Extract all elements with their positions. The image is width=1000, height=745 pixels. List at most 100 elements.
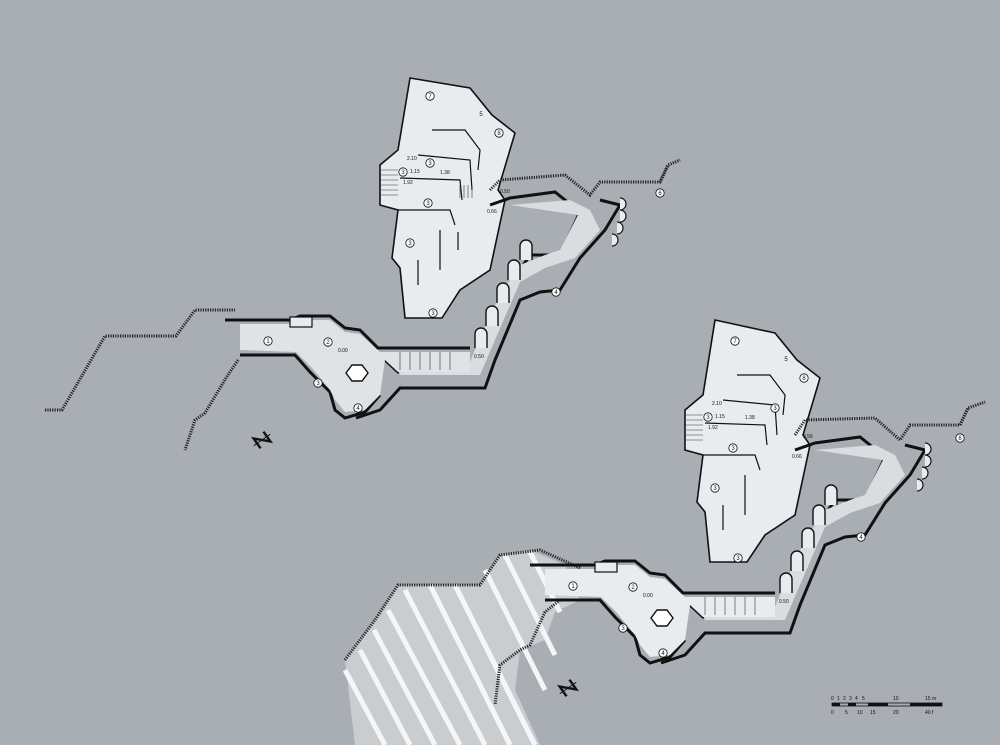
svg-text:6: 6 — [658, 191, 662, 197]
site-boundary-line — [45, 308, 235, 412]
gallery-wall-outer — [488, 164, 670, 198]
svg-text:10: 10 — [857, 710, 863, 716]
terrain-line-right — [658, 158, 681, 183]
svg-text:8: 8 — [802, 376, 806, 382]
svg-text:3: 3 — [736, 556, 740, 562]
svg-text:3: 3 — [849, 696, 852, 702]
gallery-wall-inner2 — [355, 198, 623, 420]
entry-block-2 — [594, 561, 618, 573]
elevation-labels-2: 0.00 0.50 0.56 0.66 1.15 1.38 1.92 2.10 — [643, 401, 813, 605]
svg-text:0.50: 0.50 — [500, 189, 510, 195]
svg-text:1.38: 1.38 — [440, 170, 450, 176]
svg-text:3: 3 — [428, 161, 432, 167]
arched-niches-2 — [779, 484, 838, 593]
svg-text:3: 3 — [731, 446, 735, 452]
svg-text:0: 0 — [831, 696, 834, 702]
svg-text:0.00: 0.00 — [643, 593, 653, 599]
svg-text:3: 3 — [431, 311, 435, 317]
scale-bar-bottom-ticks: 0 5 10 15 20 40 f — [831, 710, 934, 716]
svg-text:3: 3 — [316, 381, 320, 387]
svg-text:7: 7 — [733, 339, 737, 345]
terrain-line-right-2 — [958, 400, 986, 426]
svg-text:4: 4 — [554, 290, 558, 296]
ramp-floor — [396, 200, 600, 375]
gallery-wall-outer-2 — [793, 407, 970, 443]
site-boundary-line-2 — [343, 548, 581, 661]
svg-text:1.15: 1.15 — [410, 169, 420, 175]
ramp-floor-2 — [701, 445, 905, 620]
svg-text:1: 1 — [837, 696, 840, 702]
scale-bar: 0 1 2 3 4 5 10 15 m 0 5 10 15 20 40 f — [831, 696, 943, 716]
svg-text:2.10: 2.10 — [712, 401, 722, 407]
svg-text:2: 2 — [326, 340, 330, 346]
site-boundary-line-lower — [183, 359, 240, 451]
svg-text:6: 6 — [958, 436, 962, 442]
svg-text:1.92: 1.92 — [708, 425, 718, 431]
entry-stairs — [399, 352, 451, 370]
svg-text:3: 3 — [773, 406, 777, 412]
svg-text:7: 7 — [428, 94, 432, 100]
gallery-wall-inner2-2 — [660, 443, 928, 665]
svg-text:20: 20 — [893, 710, 899, 716]
house-stairs-2 — [686, 414, 703, 441]
svg-text:0.50: 0.50 — [474, 354, 484, 360]
house-floor-area-2 — [684, 319, 821, 563]
striped-slope-area — [342, 550, 580, 745]
svg-text:0.66: 0.66 — [792, 454, 802, 460]
svg-text:3: 3 — [713, 486, 717, 492]
entry-wall-bottom-2 — [545, 598, 687, 665]
north-arrow-upper: N — [250, 428, 279, 450]
svg-text:1: 1 — [266, 339, 270, 345]
svg-text:1: 1 — [571, 584, 575, 590]
room-number-markers-2: 1 2 3 3 3 3 3 4 4 5 6 7 8 3 — [568, 336, 965, 658]
svg-text:2.10: 2.10 — [407, 156, 417, 162]
svg-text:5: 5 — [845, 710, 848, 716]
svg-text:0.00: 0.00 — [338, 348, 348, 354]
svg-text:5: 5 — [479, 112, 483, 118]
floor-plan-upper: 1 2 3 3 3 3 3 4 4 5 6 7 8 3 0.00 0.50 0.… — [45, 77, 681, 451]
svg-text:2: 2 — [843, 696, 846, 702]
svg-text:15: 15 — [870, 710, 876, 716]
scallop-edge — [611, 197, 627, 247]
svg-text:3: 3 — [401, 170, 405, 176]
entry-stairs-2 — [704, 597, 756, 615]
svg-text:3: 3 — [621, 626, 625, 632]
svg-text:3: 3 — [706, 415, 710, 421]
svg-text:0.50: 0.50 — [779, 599, 789, 605]
svg-text:1.38: 1.38 — [745, 415, 755, 421]
spiral-stair-2 — [650, 609, 674, 627]
room-number-markers: 1 2 3 3 3 3 3 4 4 5 6 7 8 3 — [263, 91, 665, 413]
north-arrow-lower — [556, 678, 580, 698]
svg-text:N: N — [272, 428, 279, 435]
arched-niches — [474, 239, 533, 348]
svg-text:10: 10 — [893, 696, 899, 702]
svg-text:15 m: 15 m — [925, 696, 936, 702]
svg-text:3: 3 — [426, 201, 430, 207]
svg-text:4: 4 — [661, 651, 665, 657]
svg-text:4: 4 — [859, 535, 863, 541]
entry-wall-bottom — [240, 353, 382, 420]
entry-block — [289, 316, 313, 328]
svg-text:5: 5 — [862, 696, 865, 702]
svg-text:0.66: 0.66 — [487, 209, 497, 215]
scallop-edge-2 — [916, 442, 932, 492]
svg-text:2: 2 — [631, 585, 635, 591]
interior-walls — [398, 129, 481, 285]
elevation-labels: 0.00 0.50 0.50 0.66 1.15 1.38 1.92 2.10 — [338, 156, 510, 360]
svg-text:5: 5 — [784, 357, 788, 363]
svg-text:0.56: 0.56 — [803, 434, 813, 440]
svg-text:4: 4 — [855, 696, 858, 702]
svg-text:40 f: 40 f — [925, 710, 934, 716]
scale-bar-top-ticks: 0 1 2 3 4 5 10 15 m — [831, 696, 936, 702]
svg-text:1.15: 1.15 — [715, 414, 725, 420]
house-stairs — [381, 169, 473, 198]
svg-text:0: 0 — [831, 710, 834, 716]
floor-plan-lower: 1 2 3 3 3 3 3 4 4 5 6 7 8 3 0.00 0.50 0.… — [342, 319, 986, 745]
house-floor-area — [379, 77, 516, 319]
svg-text:4: 4 — [356, 406, 360, 412]
svg-text:8: 8 — [497, 131, 501, 137]
spiral-stair — [345, 364, 369, 382]
svg-text:3: 3 — [408, 241, 412, 247]
site-boundary-line-2b — [493, 598, 561, 706]
